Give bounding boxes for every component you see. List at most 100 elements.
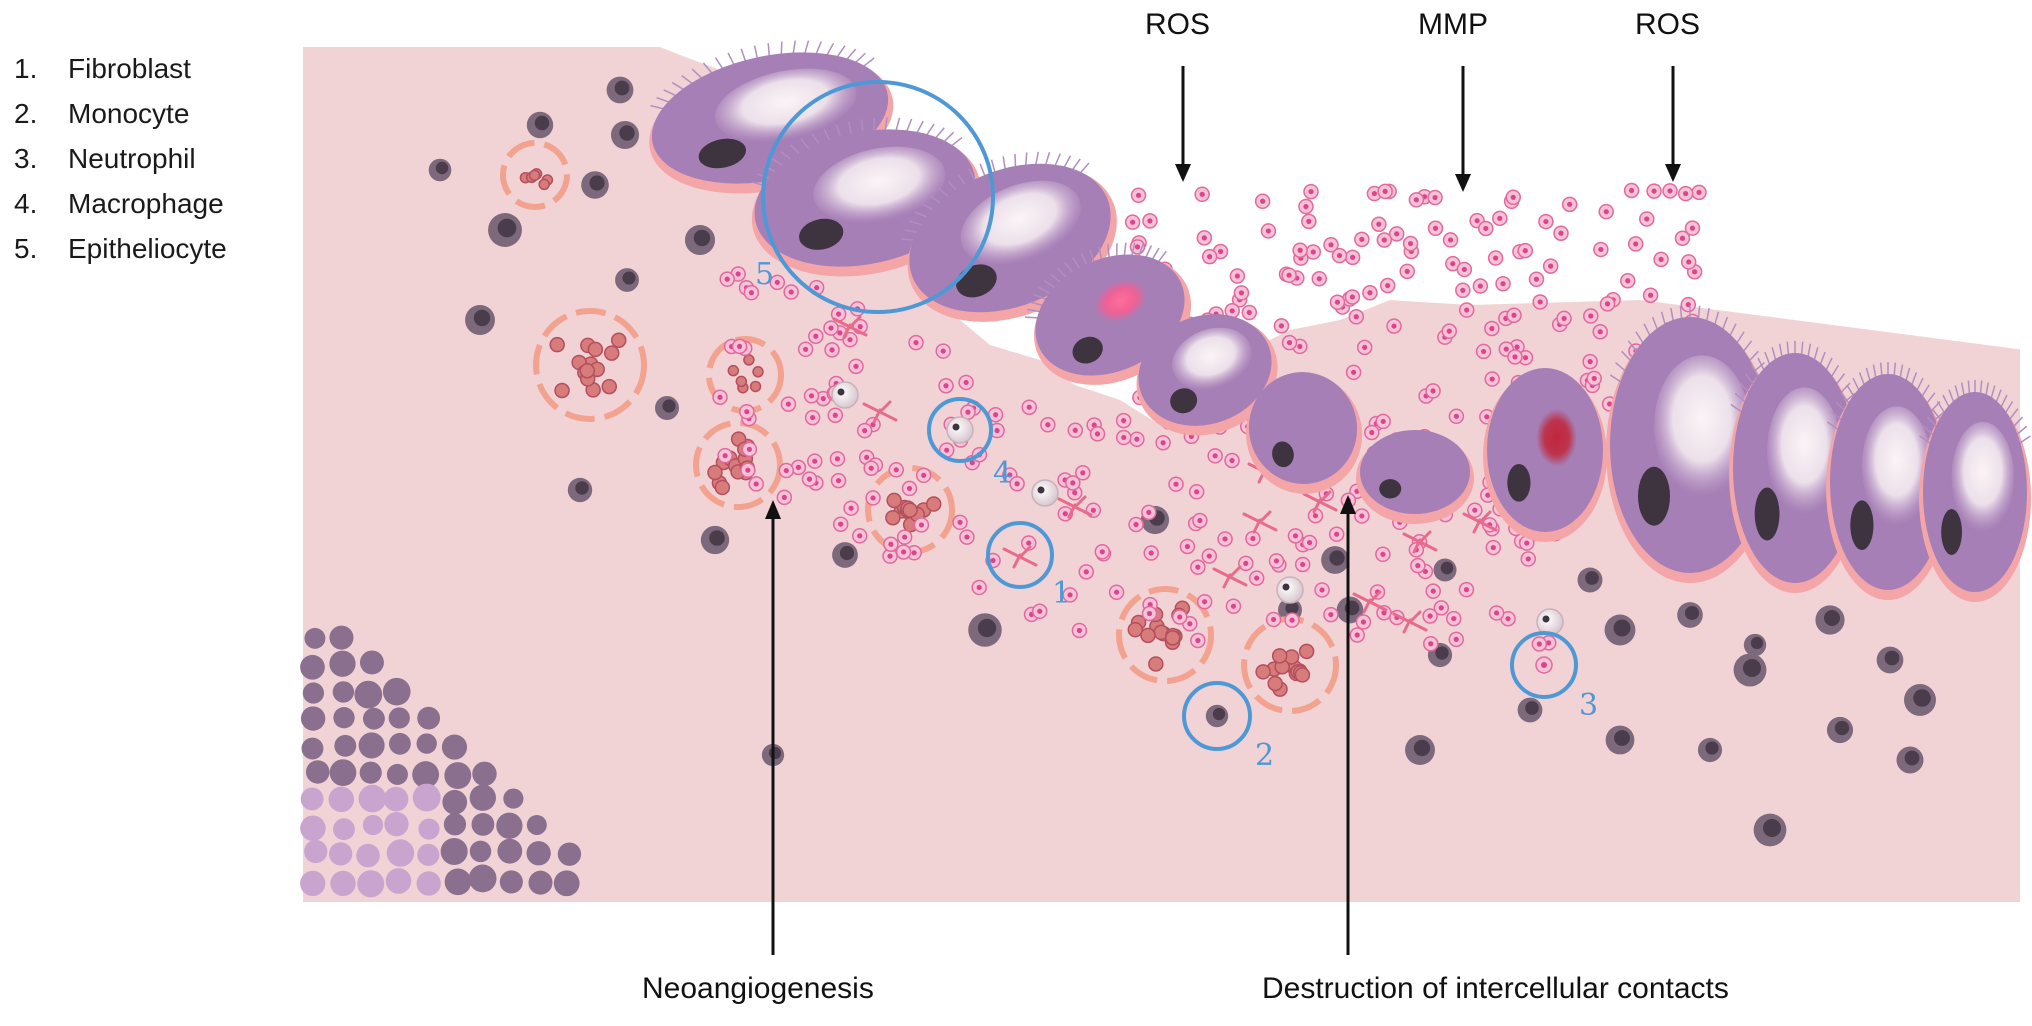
neutrophil-nucleus <box>1187 621 1193 627</box>
neutrophil-nucleus <box>1514 344 1520 350</box>
red-blood-cell <box>902 502 918 518</box>
deep-cell <box>383 786 409 812</box>
dark-cell-nucleus <box>709 530 725 546</box>
deep-cell <box>526 841 551 866</box>
vessel-wall <box>1116 586 1214 684</box>
deep-cell <box>472 761 497 787</box>
neutrophil-nucleus <box>969 460 975 466</box>
dark-cell-nucleus <box>693 229 711 247</box>
neutrophil-nucleus <box>1297 343 1303 350</box>
neutrophil-nucleus <box>1195 564 1201 570</box>
deep-cell <box>412 761 440 789</box>
neutrophil-nucleus <box>1598 246 1604 253</box>
dark-cell-nucleus <box>575 481 589 495</box>
neutrophil-nucleus <box>1207 254 1213 260</box>
neutrophil-nucleus <box>1134 244 1141 250</box>
neutrophil-nucleus <box>829 347 835 353</box>
neutrophil-nucleus <box>1303 203 1309 210</box>
blood-vessels <box>500 140 1339 714</box>
monocyte-marker-number: 2 <box>1255 738 1274 773</box>
dark-cell-nucleus <box>1212 707 1226 721</box>
neutrophil-nucleus <box>717 394 723 400</box>
marker-circles <box>761 80 1578 751</box>
neutrophil-nucleus <box>1438 605 1444 611</box>
neutrophil-nucleus <box>814 285 820 291</box>
neutrophil-nucleus <box>1413 197 1419 203</box>
epithelial-cell <box>1245 372 1363 494</box>
deep-cell <box>333 818 355 841</box>
deep-cell <box>526 814 547 835</box>
deep-cell <box>300 654 325 680</box>
dark-cell-nucleus <box>619 125 635 141</box>
deep-cell <box>386 763 408 785</box>
neutrophil-nucleus <box>1351 369 1357 375</box>
neutrophil-nucleus <box>902 534 908 540</box>
neutrophil-nucleus <box>1597 329 1603 335</box>
neutrophil-nucleus <box>1548 263 1554 269</box>
neutrophil-nucleus <box>1477 283 1483 289</box>
neutrophil-nucleus <box>1696 189 1702 195</box>
neutrophil-nucleus <box>1353 314 1359 320</box>
neutrophil-nucleus <box>943 383 949 389</box>
neutrophil-nucleus <box>808 393 815 399</box>
neutrophil-nucleus <box>1533 276 1540 282</box>
dark-cell-nucleus <box>1525 701 1539 715</box>
legend-number: 2. <box>14 97 38 129</box>
neutrophil-nucleus <box>1246 309 1252 316</box>
red-blood-cell <box>528 169 541 182</box>
neutrophil-nucleus <box>1037 608 1043 614</box>
neutrophil-nucleus <box>1451 615 1457 622</box>
neutrophil-nucleus <box>1083 569 1089 575</box>
neutrophil-nucleus <box>1197 517 1203 524</box>
red-blood-cell <box>549 336 565 353</box>
deep-cell <box>362 814 384 836</box>
epithelial-cell <box>1606 305 1774 583</box>
legend-label: Monocyte <box>68 97 190 129</box>
epitheliocyte-marker-circle <box>761 80 995 314</box>
neutrophil-nucleus <box>1300 561 1306 568</box>
neutrophil-nucleus <box>900 549 907 555</box>
neutrophil-nucleus <box>1234 273 1240 279</box>
dark-cell-nucleus <box>1413 739 1431 757</box>
deep-cell <box>469 784 496 811</box>
neutrophil-nucleus <box>1297 247 1303 253</box>
neutrophil-nucleus <box>1447 237 1454 243</box>
legend-item: 5. Epitheliocyte <box>14 226 227 271</box>
neutrophil-nucleus <box>1113 589 1120 595</box>
neutrophil-nucleus <box>783 467 789 474</box>
neutrophil-nucleus <box>1045 422 1051 428</box>
cell-nucleus <box>799 218 844 250</box>
neutrophil-nucleus <box>744 409 750 415</box>
macrophage <box>946 416 974 444</box>
epithelial-cell <box>1919 380 2031 602</box>
epithelial-cell <box>1826 362 1950 600</box>
deep-cell <box>354 680 383 709</box>
scattered-cells <box>428 76 1936 847</box>
neutrophil-nucleus <box>1460 287 1466 293</box>
red-blood-cell <box>727 364 740 377</box>
neutrophil-nucleus <box>1667 188 1673 194</box>
neutrophil-nucleus <box>1683 190 1689 197</box>
neutrophil-nucleus <box>1489 376 1495 382</box>
neutrophil-nucleus <box>1407 240 1414 247</box>
neutrophil-nucleus <box>1080 470 1086 476</box>
macrophage-nucleus <box>1542 615 1550 623</box>
neutrophil-nucleus <box>1254 575 1260 581</box>
dark-cell-nucleus <box>977 618 997 638</box>
neutrophil-nucleus <box>1633 241 1639 247</box>
neutrophil-nucleus <box>1091 422 1097 428</box>
neutrophil-nucleus <box>1525 556 1531 562</box>
neutrophil-marker-number: 3 <box>1579 688 1598 723</box>
neutrophil-nucleus <box>1651 188 1657 194</box>
vessel-wall <box>533 308 647 422</box>
neutrophil-nucleus <box>911 550 917 556</box>
dark-cell-nucleus <box>1614 730 1630 746</box>
neutrophil-nucleus <box>913 339 919 346</box>
neutrophil-nucleus <box>1432 225 1439 231</box>
red-blood-cell <box>601 378 618 395</box>
deep-cell <box>304 839 328 864</box>
neutrophil-nucleus <box>812 458 818 464</box>
neutrophil-nucleus <box>838 521 844 527</box>
neutrophil-nucleus <box>906 485 913 492</box>
neutrophil-nucleus <box>1310 249 1316 255</box>
